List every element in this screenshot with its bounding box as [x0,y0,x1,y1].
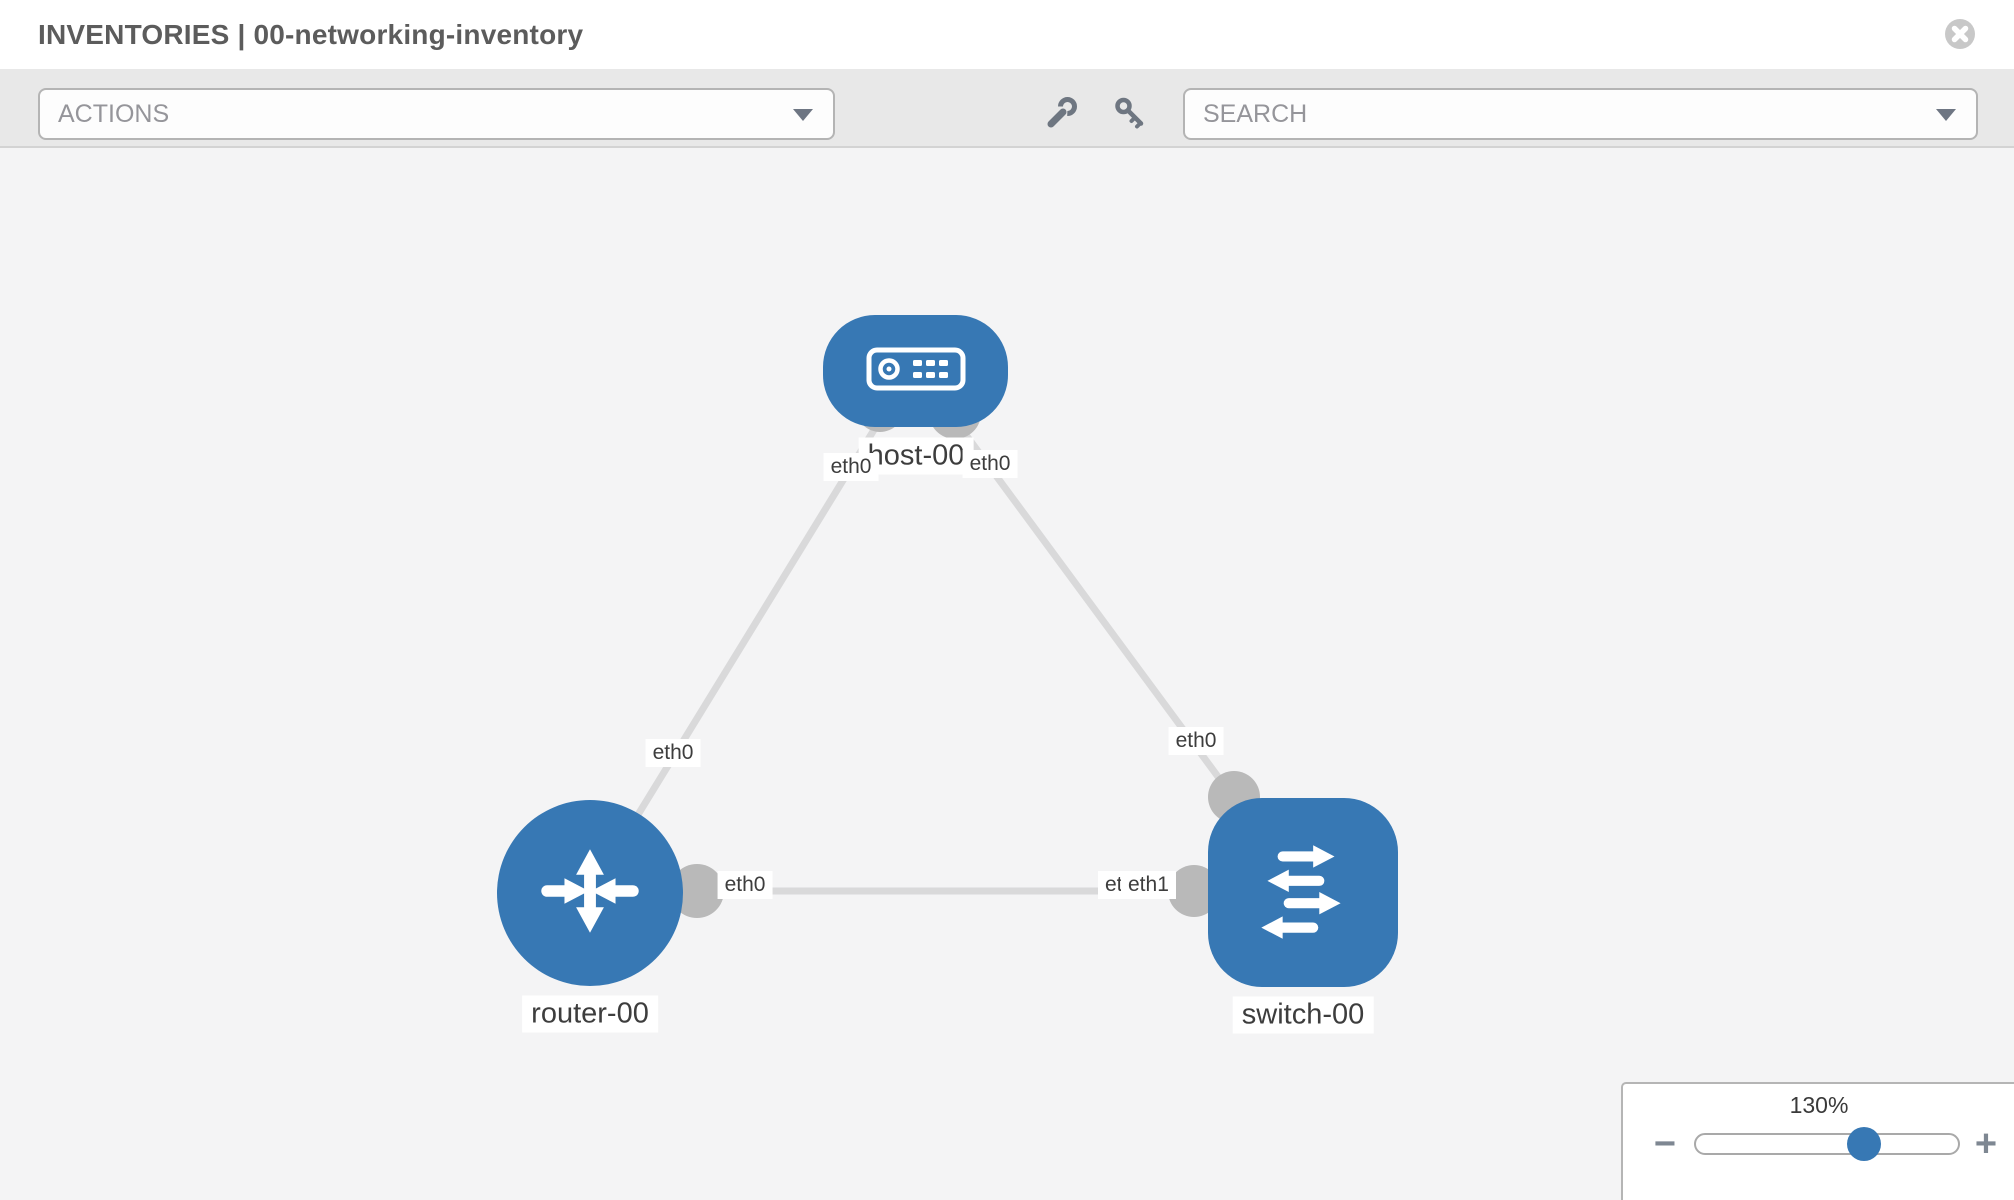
zoom-slider-thumb[interactable] [1847,1127,1881,1161]
header: INVENTORIES | 00-networking-inventory [0,0,2014,69]
actions-dropdown[interactable]: ACTIONS [38,88,835,140]
search-placeholder: SEARCH [1203,99,1308,128]
node-label-host-00: host-00 [858,437,974,475]
zoom-slider-track[interactable] [1694,1133,1960,1155]
zoom-level-text: 130% [1789,1092,1849,1118]
close-button[interactable] [1944,18,1976,50]
search-dropdown[interactable]: SEARCH [1183,88,1978,140]
iface-label-bottom-eth0: eth0 [717,871,773,899]
key-icon [1113,97,1147,134]
router-icon [532,833,648,954]
iface-label-host-eth0-right: eth0 [962,450,1018,478]
port-switch-eth1 [1168,865,1220,917]
zoom-in-button[interactable]: + [1968,1123,2004,1165]
host-icon [866,347,966,396]
toolbar: ACTIONS SEARCH [0,69,2014,148]
chevron-down-icon [793,109,813,121]
node-router-00[interactable] [497,800,683,986]
zoom-panel: 130% − + [1621,1082,2014,1200]
port-router-eth0 [670,864,724,918]
switch-icon [1242,829,1364,956]
iface-label-switch-link-eth0: eth0 [1168,727,1224,755]
node-switch-00[interactable] [1208,798,1398,987]
actions-dropdown-label: ACTIONS [58,99,170,128]
close-icon [1944,19,1976,54]
iface-label-host-eth0-left: eth0 [823,453,879,481]
iface-label-switch-end-eth1: eth1 [1121,871,1176,899]
plus-icon: + [1974,1123,1998,1165]
node-label-switch-00: switch-00 [1232,996,1374,1034]
topology-wires [587,384,1306,918]
node-host-00[interactable] [823,315,1008,427]
topology-canvas[interactable]: host-00 router-00 switch-00 eth0 eth0 et… [0,148,2014,1200]
node-label-router-00: router-00 [522,995,658,1033]
page-title: INVENTORIES | 00-networking-inventory [38,18,584,50]
tools-button[interactable] [1045,96,1079,130]
wrench-icon [1045,97,1079,134]
chevron-down-icon [1936,109,1956,121]
zoom-out-button[interactable]: − [1647,1123,1683,1165]
credentials-button[interactable] [1113,96,1147,130]
minus-icon: − [1653,1123,1677,1165]
iface-label-router-link-eth0: eth0 [645,739,701,767]
